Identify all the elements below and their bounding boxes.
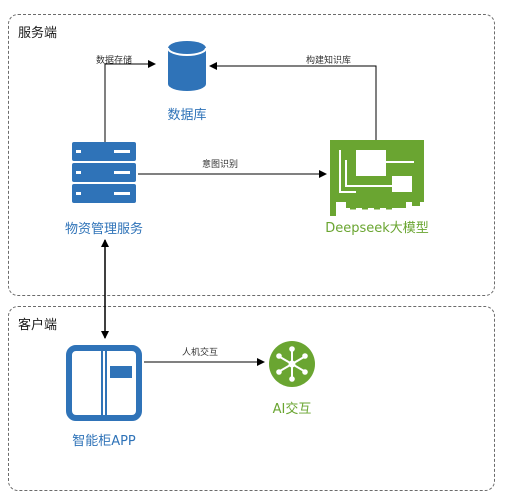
ai-interaction-label: AI交互: [272, 402, 312, 417]
circuit-board-icon: [330, 140, 424, 216]
deepseek-label: Deepseek大模型: [325, 221, 429, 236]
edge-label-build-knowledge-base: 构建知识库: [306, 56, 352, 66]
edge-label-human-machine-interaction: 人机交互: [182, 348, 219, 358]
client-zone: [8, 306, 495, 491]
smart-cabinet-app-label: 智能柜APP: [72, 434, 136, 449]
server-zone: [8, 14, 495, 296]
edge-label-data-storage: 数据存储: [96, 56, 133, 66]
database-label: 数据库: [167, 108, 207, 123]
server-zone-title: 服务端: [18, 26, 58, 41]
cabinet-icon: [66, 345, 142, 421]
edge-label-intent-recognition: 意图识别: [202, 160, 239, 170]
server-icon: [72, 142, 136, 203]
network-hub-icon: [269, 341, 315, 387]
client-zone-title: 客户端: [18, 318, 58, 333]
database-icon: [167, 41, 207, 91]
material-service-label: 物资管理服务: [64, 222, 143, 237]
edge-build-knowledge-base: [209, 62, 377, 140]
edge-data-storage: [104, 60, 156, 142]
